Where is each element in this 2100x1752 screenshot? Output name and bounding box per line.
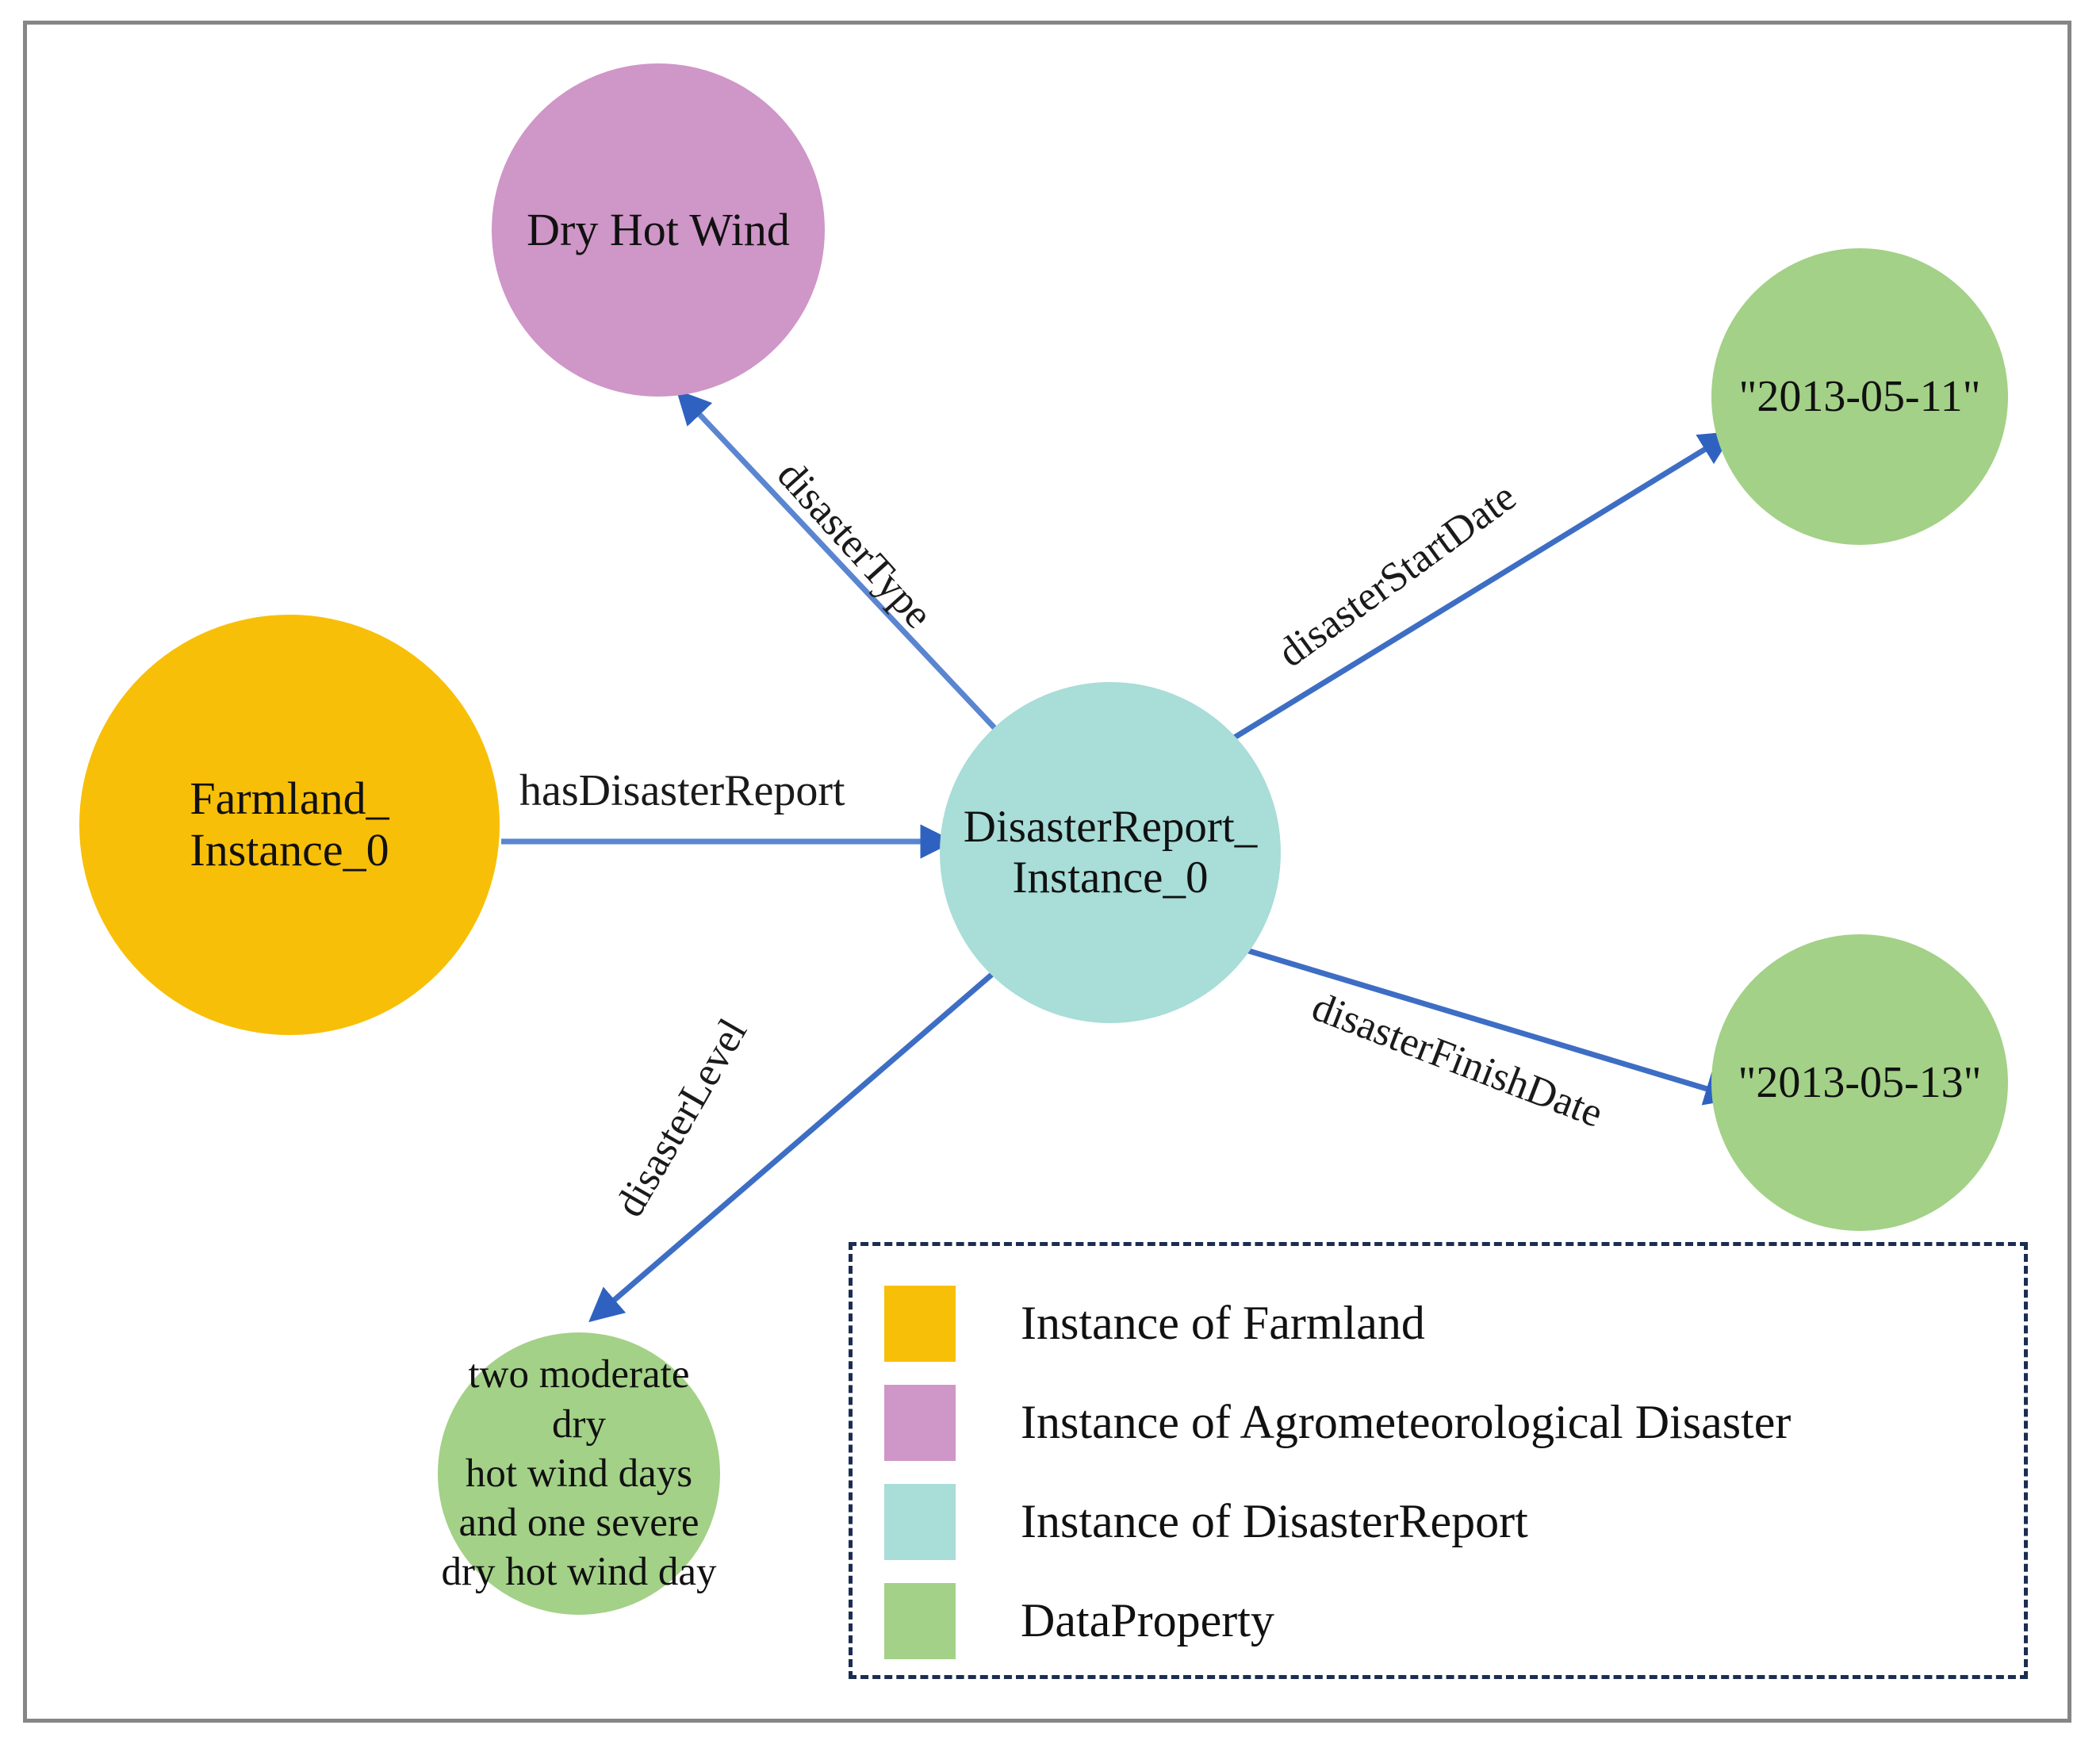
legend-item-agrometeorological-disaster: Instance of Agrometeorological Disaster [884, 1373, 1791, 1472]
legend-swatch-agrometeorological-disaster [884, 1384, 956, 1461]
legend-box: Instance of Farmland Instance of Agromet… [849, 1242, 2028, 1679]
node-disaster-report-line-1: DisasterReport_ [963, 802, 1258, 853]
node-disaster-level-line-3: and one severe [458, 1501, 699, 1546]
edge-label-has-disaster-report: hasDisasterReport [519, 766, 845, 815]
legend-item-data-property: DataProperty [884, 1571, 1791, 1670]
node-disaster-level-line-4: dry hot wind day [441, 1550, 717, 1595]
node-disaster-finish-date-value[interactable]: "2013-05-13" [1711, 934, 2008, 1231]
node-farmland-line-1: Farmland_ [190, 772, 389, 825]
legend-label-agrometeorological-disaster: Instance of Agrometeorological Disaster [1021, 1396, 1792, 1448]
image-frame-border [23, 21, 2071, 1723]
node-farmland-instance[interactable]: Farmland_ Instance_0 [79, 615, 500, 1035]
legend-swatch-data-property [884, 1582, 956, 1659]
node-dry-hot-wind-label: Dry Hot Wind [527, 203, 790, 255]
node-disaster-start-date-value-label: "2013-05-11" [1738, 371, 1981, 421]
legend-label-farmland: Instance of Farmland [1021, 1297, 1425, 1349]
node-farmland-line-2: Instance_0 [190, 824, 389, 876]
node-disaster-start-date-value[interactable]: "2013-05-11" [1711, 248, 2008, 545]
node-disaster-finish-date-value-label: "2013-05-13" [1738, 1057, 1982, 1107]
node-disaster-level-value-label: two moderate dry hot wind days and one s… [438, 1350, 720, 1597]
edge-disaster-level [588, 959, 1010, 1323]
legend-list: Instance of Farmland Instance of Agromet… [884, 1274, 1791, 1670]
legend-label-disaster-report: Instance of DisasterReport [1021, 1495, 1528, 1547]
edge-disaster-type [676, 389, 1014, 748]
legend-swatch-farmland [884, 1285, 956, 1362]
edge-disaster-finish-date [1224, 941, 1740, 1106]
node-disaster-level-line-2: hot wind days [465, 1451, 693, 1496]
legend-swatch-disaster-report [884, 1483, 956, 1560]
node-farmland-instance-label: Farmland_ Instance_0 [79, 772, 500, 876]
legend-label-data-property: DataProperty [1021, 1594, 1274, 1647]
node-disaster-report-instance[interactable]: DisasterReport_ Instance_0 [940, 682, 1281, 1023]
legend-item-disaster-report: Instance of DisasterReport [884, 1472, 1791, 1571]
node-disaster-report-label: DisasterReport_ Instance_0 [940, 802, 1281, 903]
node-disaster-level-value[interactable]: two moderate dry hot wind days and one s… [438, 1332, 720, 1615]
node-disaster-report-line-2: Instance_0 [1012, 853, 1209, 903]
legend-item-farmland: Instance of Farmland [884, 1274, 1791, 1373]
edge-disaster-start-date [1220, 431, 1734, 748]
node-disaster-level-line-1: two moderate dry [468, 1352, 690, 1447]
node-dry-hot-wind[interactable]: Dry Hot Wind [492, 63, 825, 397]
